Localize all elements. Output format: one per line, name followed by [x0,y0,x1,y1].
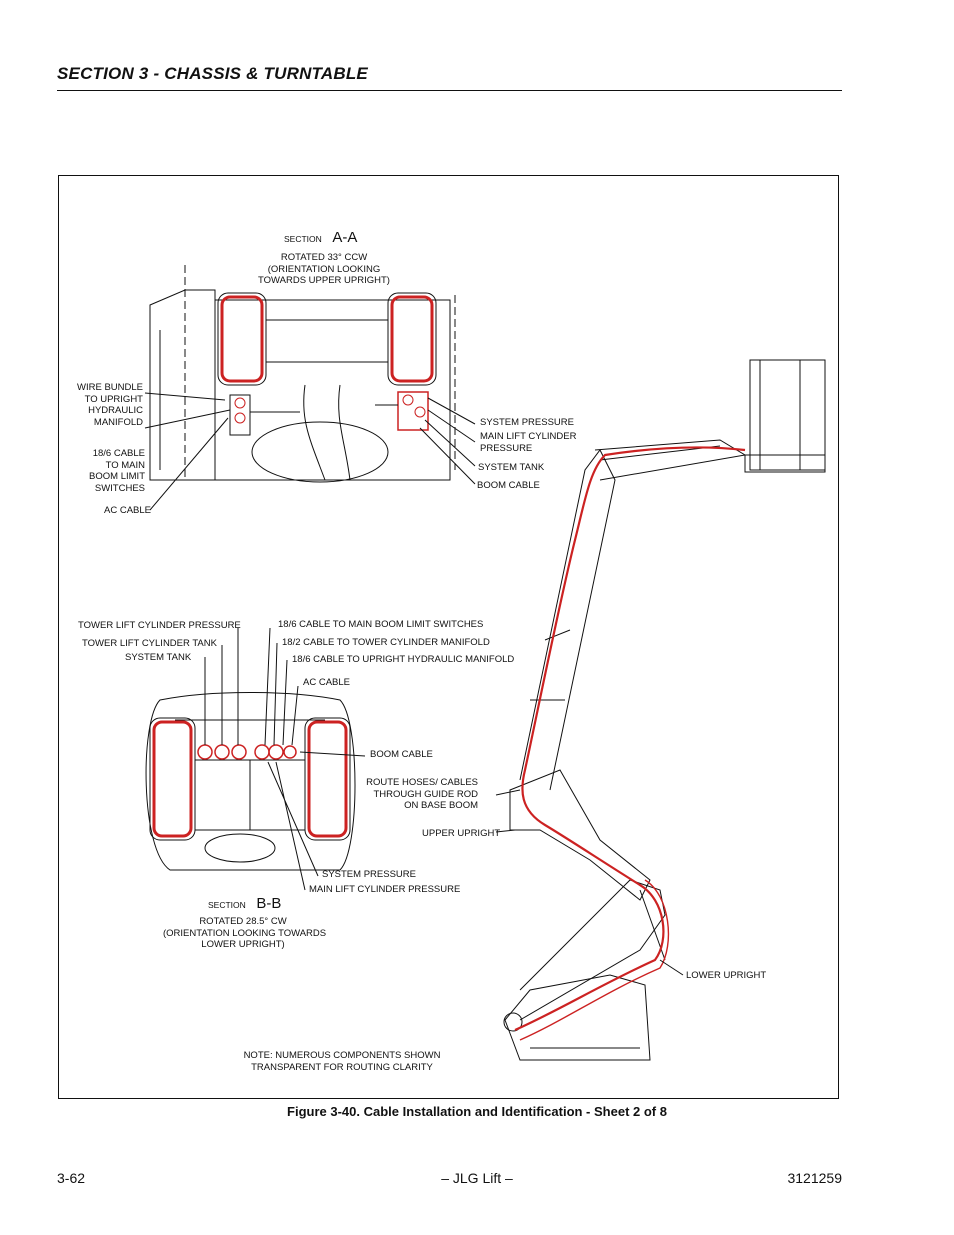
aa-orientation-2: TOWARDS UPPER UPRIGHT) [258,275,390,286]
bb-tower-lift-tank-label: TOWER LIFT CYLINDER TANK [82,638,217,649]
section-aa-drawing [144,265,476,511]
aa-wire-bundle-label: WIRE BUNDLE TO UPRIGHT HYDRAULIC MANIFOL… [77,382,143,428]
doc-number: 3121259 [787,1170,842,1186]
bb-system-tank-label: SYSTEM TANK [125,652,192,663]
route-hoses-label: ROUTE HOSES/ CABLES THROUGH GUIDE ROD ON… [366,777,478,811]
bb-cable-tower-label: 18/2 CABLE TO TOWER CYLINDER MANIFOLD [282,637,490,648]
bb-system-pressure-label: SYSTEM PRESSURE [322,869,416,880]
upper-upright-label: UPPER UPRIGHT [422,828,501,839]
aa-main-lift-label: MAIN LIFT CYLINDER PRESSURE [480,431,577,454]
bb-main-lift-pressure-label: MAIN LIFT CYLINDER PRESSURE [309,884,461,895]
aa-section-word: SECTION [284,234,322,244]
section-title: SECTION 3 - CHASSIS & TURNTABLE [57,64,368,83]
bb-orientation-1: (ORIENTATION LOOKING TOWARDS [163,927,327,939]
bb-ac-cable-label: AC CABLE [303,677,350,688]
aa-18-6-cable-label: 18/6 CABLE TO MAIN BOOM LIMIT SWITCHES [89,448,145,494]
bb-tower-lift-pressure-label: TOWER LIFT CYLINDER PRESSURE [78,620,241,631]
bb-cable-upright-label: 18/6 CABLE TO UPRIGHT HYDRAULIC MANIFOLD [292,654,515,665]
bb-rotation: ROTATED 28.5° CW [199,916,287,927]
section-bb-drawing [145,627,366,891]
aa-system-tank-label: SYSTEM TANK [478,462,545,473]
aa-orientation-1: (ORIENTATION LOOKING [267,263,381,275]
routing-note: NOTE: NUMEROUS COMPONENTS SHOWN TRANSPAR… [243,1050,441,1073]
bb-cable-main-boom-label: 18/6 CABLE TO MAIN BOOM LIMIT SWITCHES [278,619,484,630]
figure-frame [58,175,839,1099]
bb-section-word: SECTION [208,900,246,910]
header-rule [57,90,842,91]
footer-center: – JLG Lift – [441,1170,513,1186]
machine-drawing [495,359,826,1061]
aa-boom-cable-label: BOOM CABLE [477,480,540,491]
aa-system-pressure-label: SYSTEM PRESSURE [480,417,574,428]
aa-ac-cable-label: AC CABLE [104,505,151,516]
aa-rotation: ROTATED 33° CCW [280,252,368,263]
page-number: 3-62 [57,1170,86,1186]
aa-section-letter: A-A [332,229,358,246]
bb-orientation-2: LOWER UPRIGHT) [201,939,285,950]
bb-section-letter: B-B [256,895,282,912]
bb-boom-cable-label: BOOM CABLE [370,749,433,760]
figure-caption: Figure 3-40. Cable Installation and Iden… [287,1104,667,1119]
lower-upright-label: LOWER UPRIGHT [686,970,767,981]
